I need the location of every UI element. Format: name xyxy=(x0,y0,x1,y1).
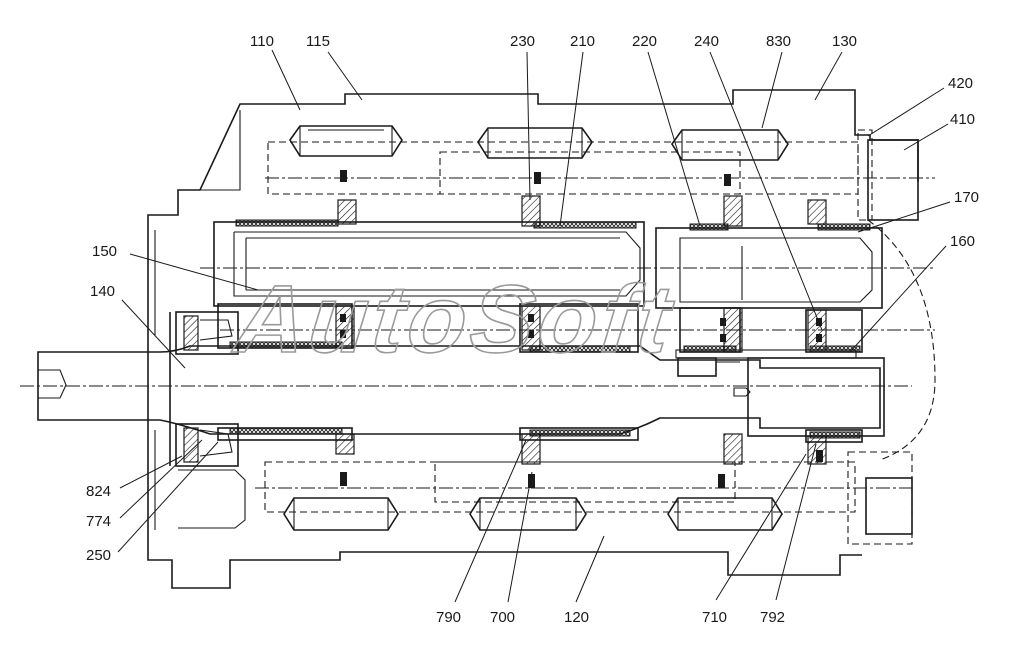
callout-410: 410 xyxy=(950,111,975,128)
callout-830: 830 xyxy=(766,33,791,50)
callout-210: 210 xyxy=(570,33,595,50)
callout-110: 110 xyxy=(250,33,274,50)
callout-420: 420 xyxy=(948,75,973,92)
upper-gear-3 xyxy=(671,129,789,161)
watermark-text: AutoSoft xyxy=(229,266,679,373)
callout-130: 130 xyxy=(832,33,857,50)
callout-220: 220 xyxy=(632,33,657,50)
front-pump-rotor xyxy=(213,219,645,307)
callout-824: 824 xyxy=(86,483,111,500)
callout-240: 240 xyxy=(694,33,719,50)
callout-230: 230 xyxy=(510,33,535,50)
upper-gear-2 xyxy=(477,127,593,159)
callout-710: 710 xyxy=(702,609,727,626)
callout-120: 120 xyxy=(564,609,589,626)
callout-170: 170 xyxy=(954,189,979,206)
callout-700: 700 xyxy=(490,609,515,626)
callout-150: 150 xyxy=(92,243,117,260)
lower-gear-2 xyxy=(469,497,587,531)
callout-792: 792 xyxy=(760,609,785,626)
lower-chamber xyxy=(264,461,856,513)
callout-774: 774 xyxy=(86,513,111,530)
rear-cover xyxy=(847,129,936,545)
callout-labels: 110 115 230 210 220 240 830 130 420 410 … xyxy=(86,33,979,626)
hatched-seal-rings xyxy=(335,195,827,465)
center-lines xyxy=(20,177,935,489)
lower-gear-1 xyxy=(283,497,399,531)
upper-gear-1 xyxy=(289,125,403,157)
shaft-seal-assembly xyxy=(169,311,239,467)
lower-gear-3 xyxy=(667,497,783,531)
callout-790: 790 xyxy=(436,609,461,626)
callout-250: 250 xyxy=(86,547,111,564)
leader-lines xyxy=(117,49,951,603)
rear-pump-rotor xyxy=(655,223,883,309)
housing-outline xyxy=(147,89,919,589)
callout-140: 140 xyxy=(90,283,115,300)
callout-160: 160 xyxy=(950,233,975,250)
callout-115: 115 xyxy=(306,33,330,50)
upper-chamber xyxy=(267,141,859,195)
